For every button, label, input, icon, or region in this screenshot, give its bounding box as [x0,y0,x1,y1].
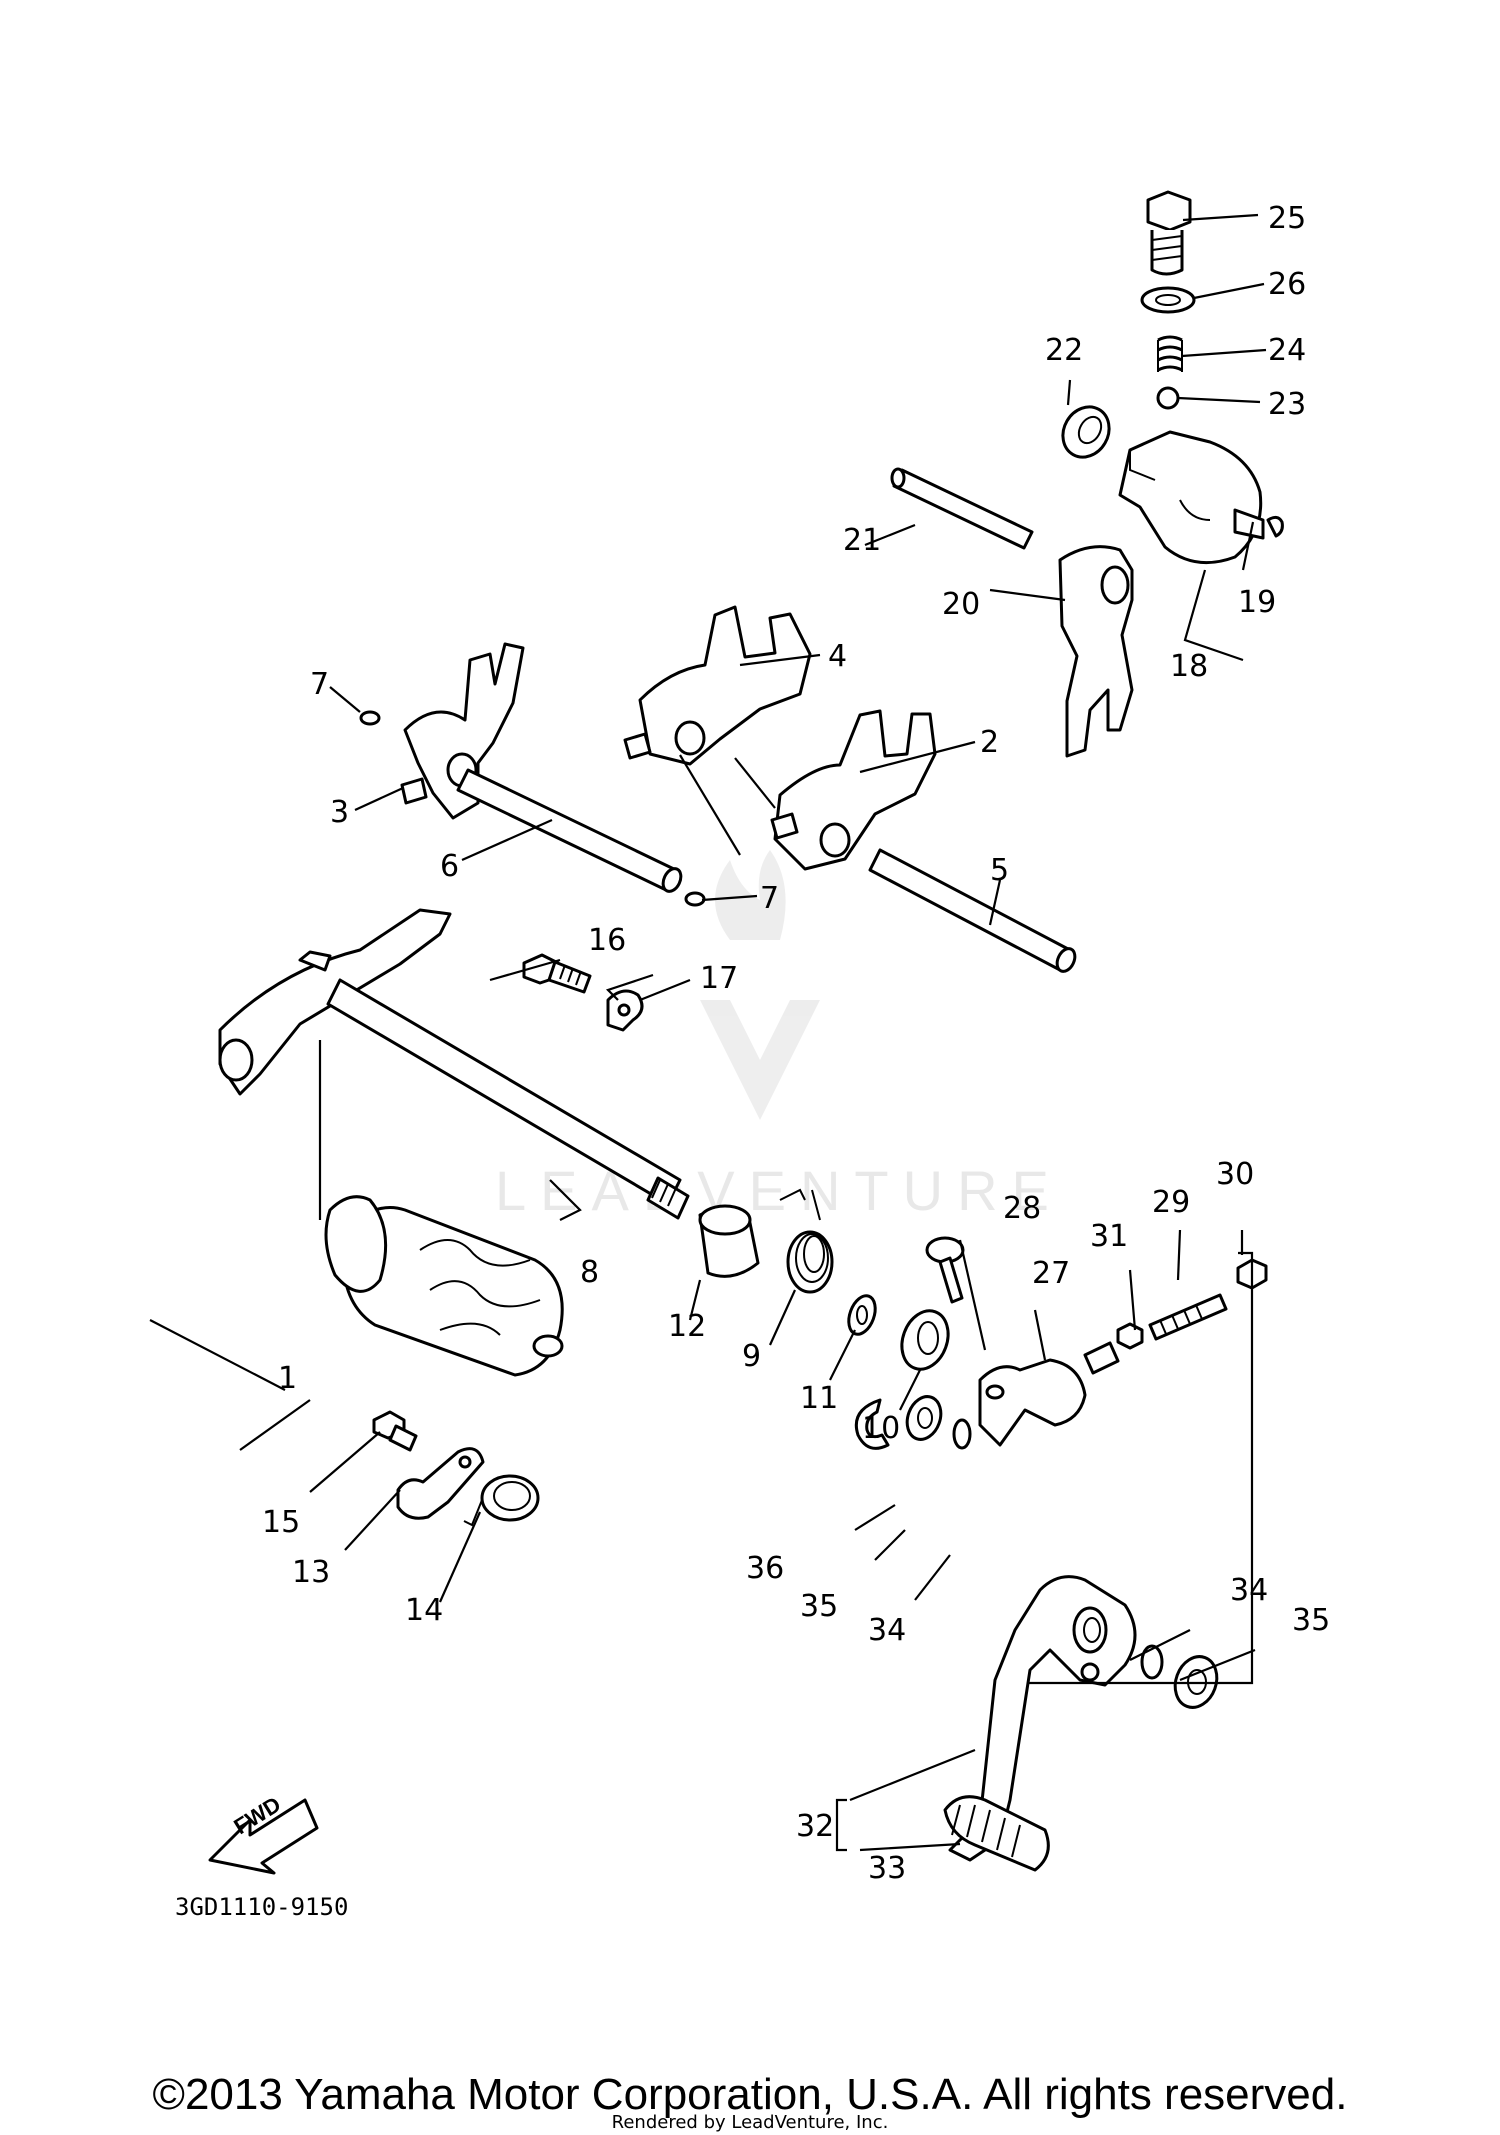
fwd-arrow-icon: FWD [208,1791,319,1875]
part-14-torsion-spring [463,1474,540,1527]
callout-25: 25 [1268,201,1306,236]
part-28-bolt [925,1236,965,1304]
callout-7-right: 7 [760,881,779,916]
part-13-stopper-lever [396,1447,485,1520]
part-12-collar [698,1204,760,1278]
part-9-torsion-spring [779,1188,834,1294]
part-3-shift-fork [400,642,525,820]
part-17-stopper [606,989,644,1032]
callout-35-left: 35 [800,1589,838,1624]
callout-23: 23 [1268,387,1306,422]
callout-33: 33 [868,1851,906,1886]
part-21-guide-bar [890,467,1034,550]
part-6-guide-bar [456,768,683,893]
part-36-circlip [854,1398,890,1450]
part-23-ball [1156,386,1180,410]
part-7-circlip [359,710,381,726]
leadventure-watermark: LEADVENTURE [495,850,1063,1222]
callout-36: 36 [746,1551,784,1586]
callout-14: 14 [405,1593,443,1628]
part-4-shift-fork [623,605,812,766]
part-7-circlip [684,891,706,907]
callout-21: 21 [843,523,881,558]
part-15-bolt [372,1410,418,1452]
callout-6: 6 [440,849,459,884]
copyright-notice: ©2013 Yamaha Motor Corporation, U.S.A. A… [152,2070,1348,2119]
callout-29: 29 [1152,1185,1190,1220]
part-26-washer [1140,286,1196,314]
part-8-shift-shaft [218,908,690,1220]
callout-7-left: 7 [310,667,329,702]
callout-15: 15 [262,1505,300,1540]
callout-4: 4 [828,639,847,674]
part-35-washer [905,1395,943,1441]
callout-11: 11 [800,1381,838,1416]
callout-20: 20 [942,587,980,622]
part-22-oil-seal [1061,405,1111,459]
callout-22: 22 [1045,333,1083,368]
callout-24: 24 [1268,333,1306,368]
part-20-shift-fork [1058,545,1134,758]
callout-8: 8 [580,1255,599,1290]
leader-lines [149,213,1267,1852]
callout-35-right: 35 [1292,1603,1330,1638]
part-31-nut [1116,1322,1144,1350]
callout-12: 12 [668,1309,706,1344]
drawing-code: 3GD1110-9150 [175,1893,348,1921]
part-18-shift-lever-assy [1118,430,1284,565]
callout-13: 13 [292,1555,330,1590]
part-27-shift-arm [978,1341,1120,1447]
callout-16: 16 [588,923,626,958]
part-5-guide-bar [868,848,1077,973]
callout-5: 5 [990,853,1009,888]
callout-10: 10 [862,1411,900,1446]
watermark-text: LEADVENTURE [495,1159,1063,1222]
callout-28: 28 [1003,1191,1041,1226]
callout-numbers: 25 26 24 23 22 19 18 21 20 4 2 7 3 6 7 5… [262,201,1330,1886]
callout-34-left: 34 [868,1613,906,1648]
callout-32: 32 [796,1809,834,1844]
callout-9: 9 [742,1339,761,1374]
callout-34-right: 34 [1230,1573,1268,1608]
part-34-o-ring [1140,1644,1164,1680]
part-2-shift-fork [770,709,937,871]
callout-27: 27 [1032,1256,1070,1291]
part-1-shift-cam [324,1195,564,1377]
part-24-spring [1157,335,1183,372]
callout-2: 2 [980,725,999,760]
part-34-o-ring [952,1418,972,1450]
callout-17: 17 [700,961,738,996]
part-25-bolt [1146,190,1192,276]
callout-18: 18 [1170,649,1208,684]
part-11-washer [847,1294,877,1336]
callout-3: 3 [330,795,349,830]
callout-1: 1 [278,1361,297,1396]
callout-26: 26 [1268,267,1306,302]
callout-31: 31 [1090,1219,1128,1254]
rendered-by-notice: Rendered by LeadVenture, Inc. [611,2112,889,2133]
part-29-adjust-bolt [1148,1293,1228,1341]
part-33-pedal-rubber [943,1795,1050,1872]
part-10-oil-seal [900,1309,950,1371]
callout-30: 30 [1216,1157,1254,1192]
callout-19: 19 [1238,585,1276,620]
